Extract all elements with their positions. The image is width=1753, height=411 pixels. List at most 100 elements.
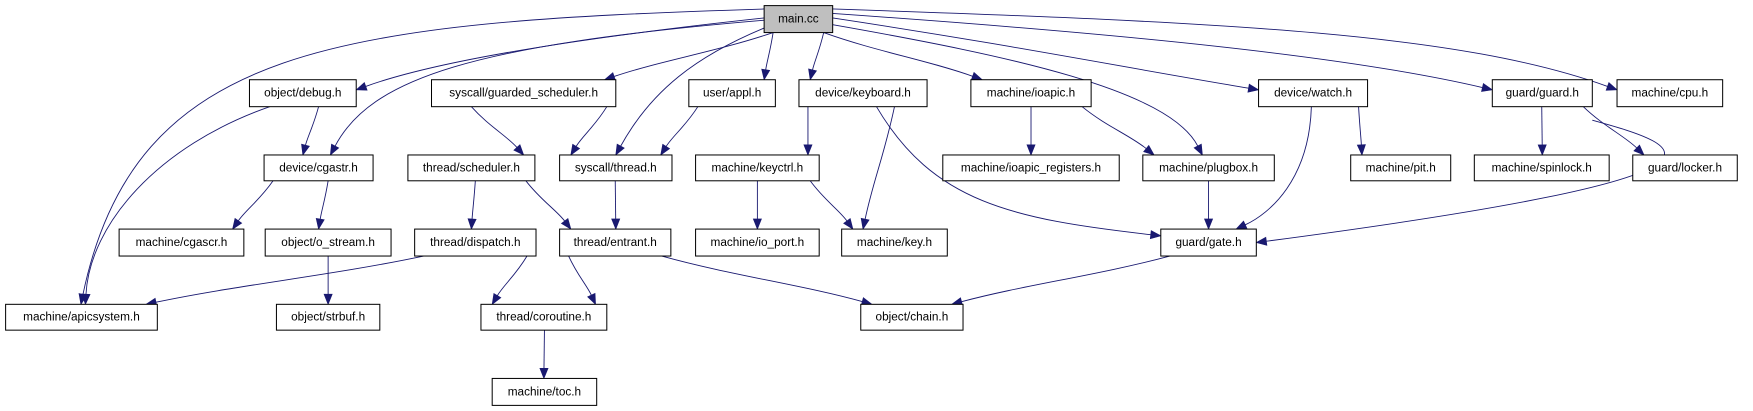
node-apicsystem[interactable]: machine/apicsystem.h [5,303,158,331]
arrowhead-icon [315,218,325,230]
arrowhead-icon [232,217,243,230]
node-chain[interactable]: object/chain.h [860,303,964,331]
edge-debug-to-cgastr [301,106,320,156]
node-box [480,303,608,331]
node-dispatch[interactable]: thread/dispatch.h [414,228,537,257]
node-entrant[interactable]: thread/entrant.h [559,228,672,257]
node-cgascr[interactable]: machine/cgascr.h [118,228,245,257]
arrowhead-icon [587,292,596,306]
edge-main-to-plugbox [832,24,1203,156]
node-box [1160,228,1257,257]
edge-keyctrl-to-key [809,180,854,230]
edge-line [82,8,765,295]
node-label: machine/apicsystem.h [23,311,140,324]
node-ioapicreg[interactable]: machine/ioapic_registers.h [942,154,1120,182]
node-spinlock[interactable]: machine/spinlock.h [1473,154,1610,182]
arrowhead-icon [560,218,572,230]
node-box [491,377,598,406]
arrowhead-icon [615,143,625,156]
node-plugbox[interactable]: machine/plugbox.h [1142,154,1275,182]
node-scheduler[interactable]: thread/scheduler.h [407,154,536,182]
edge-line [823,32,973,77]
arrowhead-icon [843,217,854,230]
node-keyboard[interactable]: device/keyboard.h [798,79,928,108]
edge-watch-to-gate [1235,106,1312,230]
arrowhead-icon [467,218,477,230]
edge-line [1583,106,1638,149]
node-box [970,79,1092,108]
arrowhead-icon [860,217,870,230]
edge-guard-to-locker [1583,106,1645,156]
node-box [763,5,834,34]
arrowhead-icon [752,218,762,230]
edge-line [305,106,320,146]
edge-ostream-to-strbuf [323,256,333,306]
edge-line [1245,106,1312,226]
node-label: machine/key.h [857,236,932,249]
node-cpu[interactable]: machine/cpu.h [1616,79,1724,108]
edge-main-to-ioapic [823,32,983,81]
edge-line [832,24,1199,147]
edge-entrant-to-chain [661,255,873,306]
node-ostream[interactable]: object/o_stream.h [264,228,392,257]
arrowhead-icon [1026,144,1036,156]
edge-keyctrl-to-ioport [752,180,762,230]
node-box [695,228,820,257]
edge-line [961,255,1170,303]
arrowhead-icon [539,367,549,380]
arrowhead-icon [660,143,671,156]
node-box [695,154,820,182]
node-strbuf[interactable]: object/strbuf.h [275,303,381,331]
node-box [841,228,948,257]
node-box [275,303,381,331]
edge-line [832,17,1249,89]
node-label: machine/spinlock.h [1492,161,1592,174]
node-locker[interactable]: guard/locker.h [1632,154,1738,182]
edge-line [876,106,1151,236]
node-label: main.cc [778,13,819,26]
node-label: device/watch.h [1274,87,1352,100]
edge-line [765,32,774,70]
node-watch[interactable]: device/watch.h [1258,79,1369,108]
arrowhead-icon [761,68,771,81]
node-ioapic[interactable]: machine/ioapic.h [970,79,1092,108]
arrowhead-icon [1193,143,1203,156]
edge-line [575,106,608,147]
edge-main-to-cpu [832,8,1618,91]
edge-scheduler-to-dispatch [467,180,477,230]
edge-coroutine-to-toc [539,330,549,380]
edge-line [1081,106,1147,149]
node-box [407,154,536,182]
node-label: guard/locker.h [1648,161,1722,174]
edge-watch-to-pit [1356,106,1366,156]
node-pit[interactable]: machine/pit.h [1350,154,1452,182]
node-label: machine/cpu.h [1632,87,1709,100]
node-box [263,154,374,182]
arrowhead-icon [1633,144,1645,156]
node-gsched[interactable]: syscall/guarded_scheduler.h [431,79,617,108]
edge-line [1358,106,1362,145]
node-toc[interactable]: machine/toc.h [491,377,598,406]
node-keyctrl[interactable]: machine/keyctrl.h [695,154,820,182]
node-label: machine/ioapic_registers.h [961,161,1101,174]
edge-keyboard-to-keyctrl [803,106,813,156]
node-debug[interactable]: object/debug.h [248,79,357,108]
edge-line [832,13,1483,88]
node-label: device/cgastr.h [279,161,358,174]
node-appl[interactable]: user/appl.h [688,79,776,108]
edge-main-to-watch [832,17,1260,93]
node-ioport[interactable]: machine/io_port.h [695,228,820,257]
node-main[interactable]: main.cc [763,5,834,34]
arrowhead-icon [970,71,983,81]
node-coroutine[interactable]: thread/coroutine.h [480,303,608,331]
node-key[interactable]: machine/key.h [841,228,948,257]
node-cgastr[interactable]: device/cgastr.h [263,154,374,182]
node-box [414,228,537,257]
edge-main-to-keyboard [808,32,825,81]
node-sthread[interactable]: syscall/thread.h [559,154,673,182]
node-gate[interactable]: guard/gate.h [1160,228,1257,257]
node-guard[interactable]: guard/guard.h [1491,79,1593,108]
node-box [1350,154,1452,182]
edge-gsched-to-scheduler [471,106,525,156]
